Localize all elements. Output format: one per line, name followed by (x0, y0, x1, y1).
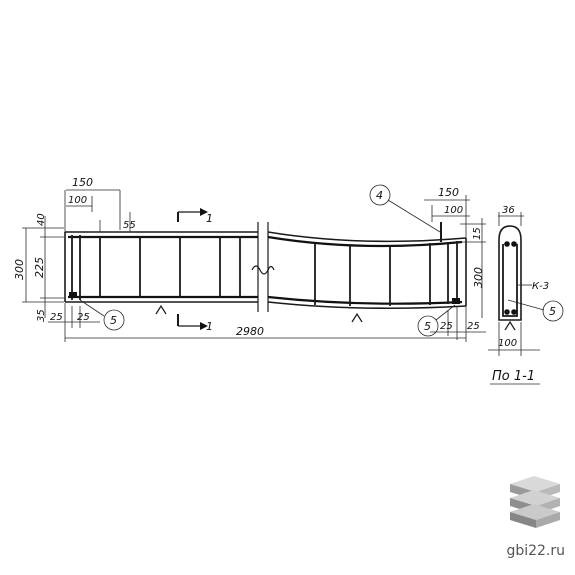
section-cut-marks: 1 1 (155, 208, 363, 333)
callout-5-mid: 5 (424, 320, 431, 333)
dim-25-b: 25 (77, 312, 90, 323)
dim-100-section: 100 (498, 338, 517, 349)
dim-25-a: 25 (50, 312, 63, 323)
section-caption: По 1-1 (492, 369, 535, 384)
site-watermark: gbi22.ru (506, 543, 565, 559)
beam-elevation (64, 222, 467, 312)
section-mark-bottom: 1 (206, 320, 213, 333)
callout-5-left: 5 (110, 314, 117, 327)
stacked-slabs-icon (510, 476, 560, 528)
dim-35: 35 (36, 309, 47, 322)
dim-100-left: 100 (68, 195, 87, 206)
dim-25-right-a: 25 (440, 321, 453, 332)
dim-150-left: 150 (72, 176, 93, 189)
dimension-overall: 2980 (65, 306, 467, 342)
dim-40: 40 (36, 213, 47, 226)
dimensions-right: 150 100 15 300 25 25 (424, 186, 486, 340)
callout-5-right: 5 (549, 305, 556, 318)
dim-300-right: 300 (472, 267, 485, 288)
dim-55: 55 (123, 220, 136, 231)
dim-25-right-b: 25 (467, 321, 480, 332)
cross-section-1-1: К-3 36 100 По 1-1 (488, 205, 549, 385)
callouts: 5 4 5 5 (79, 184, 564, 337)
dim-225: 225 (33, 257, 46, 278)
frame-label-k3: К-3 (532, 281, 549, 292)
callout-4: 4 (376, 189, 383, 202)
dim-300-left: 300 (13, 259, 26, 280)
dim-36: 36 (502, 205, 515, 216)
dim-15: 15 (472, 227, 483, 240)
dimensions-left: 150 100 55 40 300 225 35 25 25 (13, 176, 136, 342)
section-mark-top: 1 (206, 212, 213, 225)
dim-100-right: 100 (444, 205, 463, 216)
dim-2980: 2980 (236, 325, 264, 338)
dim-150-right: 150 (438, 186, 459, 199)
